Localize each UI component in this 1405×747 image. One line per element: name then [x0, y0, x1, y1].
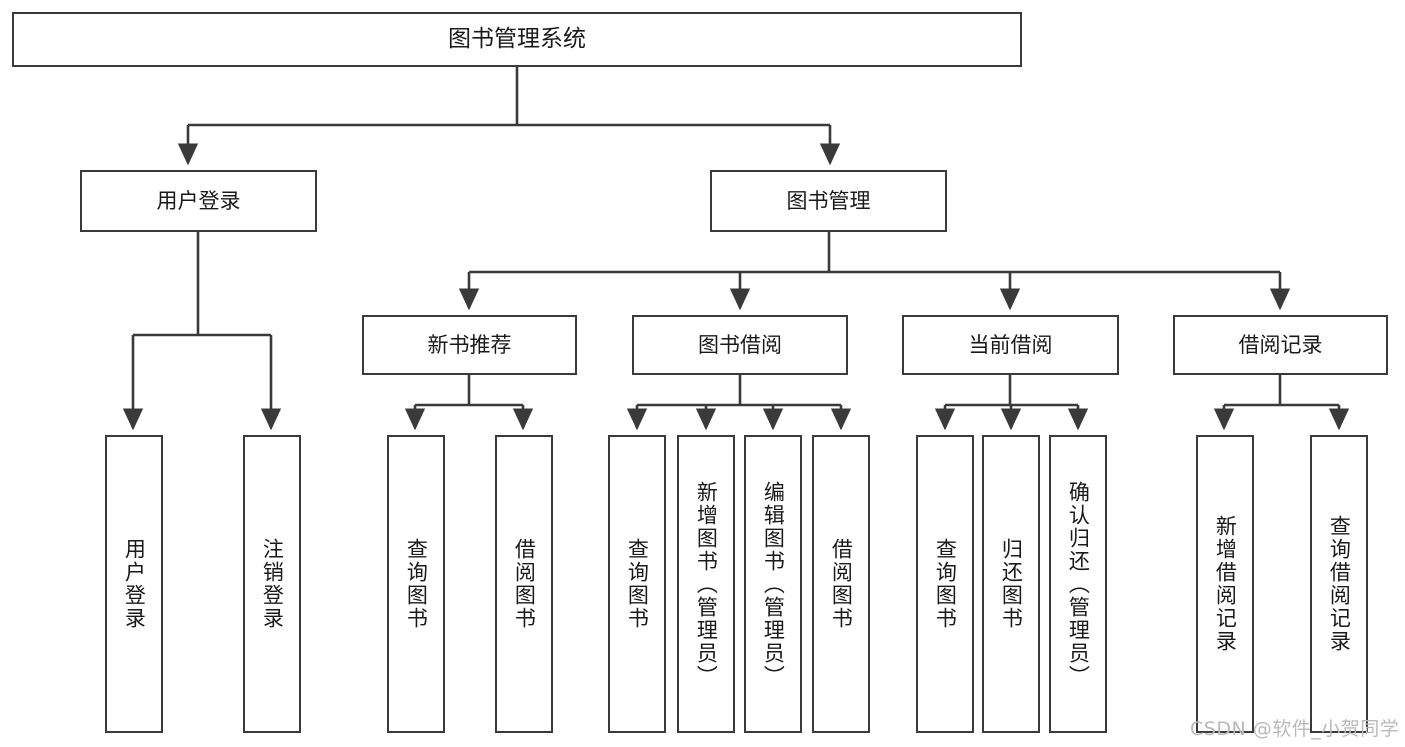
node-label: 借阅图书 — [829, 538, 854, 630]
node-label: 查询图书 — [933, 538, 958, 630]
node-label: 用户登录 — [156, 188, 241, 213]
leaf-current-borrow-confirm-return[interactable]: 确认归还（管理员） — [1049, 435, 1107, 733]
node-label: 当前借阅 — [968, 332, 1053, 357]
node-root-system[interactable]: 图书管理系统 — [12, 12, 1022, 67]
csdn-watermark: CSDN @软件_小贺同学 — [1190, 718, 1400, 740]
leaf-borrow-record-query[interactable]: 查询借阅记录 — [1310, 435, 1368, 733]
leaf-book-borrow-query[interactable]: 查询图书 — [608, 435, 666, 733]
node-label: 新增借阅记录 — [1213, 515, 1238, 653]
leaf-current-borrow-query[interactable]: 查询图书 — [916, 435, 974, 733]
leaf-book-borrow-add[interactable]: 新增图书（管理员） — [677, 435, 735, 733]
node-label: 查询图书 — [404, 538, 429, 630]
node-user-login[interactable]: 用户登录 — [80, 170, 317, 232]
node-label: 新增图书（管理员） — [694, 480, 719, 688]
node-label: 查询借阅记录 — [1327, 515, 1352, 653]
node-label: 编辑图书（管理员） — [761, 480, 786, 688]
leaf-new-book-query[interactable]: 查询图书 — [387, 435, 445, 733]
node-label: 借阅记录 — [1238, 332, 1323, 357]
node-label: 查询图书 — [625, 538, 650, 630]
node-label: 借阅图书 — [512, 538, 537, 630]
leaf-user-login-login[interactable]: 用户登录 — [105, 435, 163, 733]
leaf-book-borrow-borrow[interactable]: 借阅图书 — [812, 435, 870, 733]
node-label: 新书推荐 — [427, 332, 512, 357]
leaf-user-login-logout[interactable]: 注销登录 — [243, 435, 301, 733]
node-borrow-record[interactable]: 借阅记录 — [1173, 315, 1388, 375]
node-current-borrow[interactable]: 当前借阅 — [902, 315, 1119, 375]
node-book-management[interactable]: 图书管理 — [710, 170, 947, 232]
leaf-borrow-record-add[interactable]: 新增借阅记录 — [1196, 435, 1254, 733]
node-label: 图书管理系统 — [448, 25, 586, 52]
node-label: 图书借阅 — [698, 332, 782, 357]
leaf-book-borrow-edit[interactable]: 编辑图书（管理员） — [744, 435, 802, 733]
node-label: 确认归还（管理员） — [1066, 480, 1091, 688]
node-label: 归还图书 — [999, 538, 1024, 630]
node-label: 注销登录 — [260, 538, 285, 630]
leaf-new-book-borrow[interactable]: 借阅图书 — [495, 435, 553, 733]
node-label: 用户登录 — [122, 538, 147, 630]
node-book-borrow[interactable]: 图书借阅 — [632, 315, 848, 375]
leaf-current-borrow-return[interactable]: 归还图书 — [982, 435, 1040, 733]
node-new-book-recommend[interactable]: 新书推荐 — [362, 315, 577, 375]
node-label: 图书管理 — [786, 188, 871, 213]
